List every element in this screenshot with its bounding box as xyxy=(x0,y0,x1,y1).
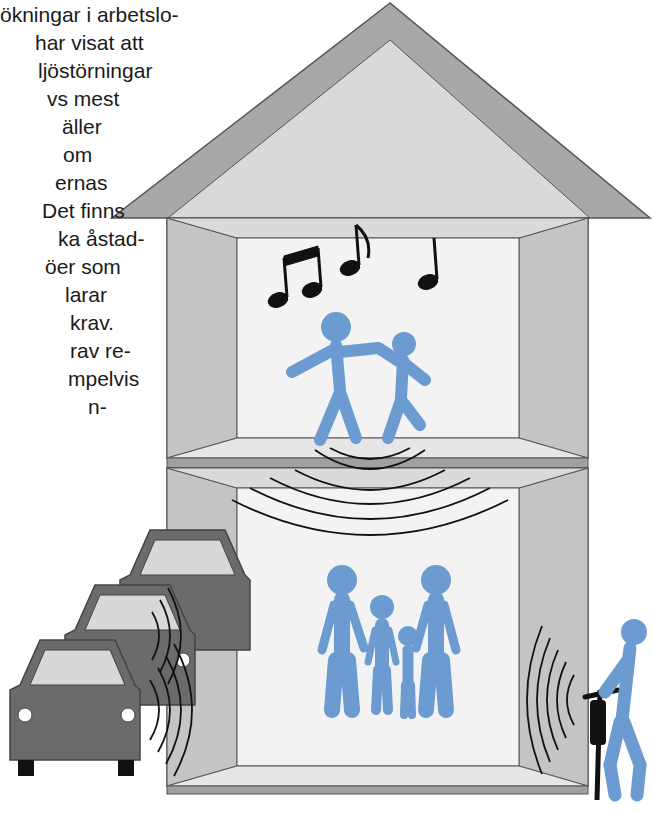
dancer-head xyxy=(321,312,351,342)
paragraph-line: ernas xyxy=(55,171,108,195)
ceiling xyxy=(167,468,588,488)
paragraph-line: rav re- xyxy=(70,339,131,363)
floor xyxy=(167,438,588,458)
paragraph-line: ljöstörningar xyxy=(38,59,152,83)
paragraph-line: äller xyxy=(62,115,102,139)
music-notes xyxy=(266,225,440,310)
right-wall xyxy=(519,218,588,458)
dancer-head xyxy=(392,332,416,356)
paragraph-line: har visat att xyxy=(35,31,144,55)
back-wall xyxy=(237,238,519,438)
floor xyxy=(167,766,588,786)
paragraph-line: om xyxy=(63,143,92,167)
paragraph-line: larar xyxy=(65,283,107,307)
floor-slab xyxy=(167,786,588,794)
ceiling xyxy=(167,218,588,238)
paragraph-line: n- xyxy=(88,395,107,419)
cars xyxy=(10,530,250,776)
paragraph-line: öer som xyxy=(45,255,121,279)
paragraph-line: ökningar i arbetslo- xyxy=(0,3,179,27)
family xyxy=(332,600,446,715)
jackhammer-worker xyxy=(585,619,647,800)
sound-waves xyxy=(527,626,574,774)
sound-waves xyxy=(232,448,508,535)
dancers xyxy=(292,345,425,440)
upper-room xyxy=(167,218,588,458)
roof-inner xyxy=(168,40,590,218)
family-heads xyxy=(327,565,451,646)
paragraph-line: krav. xyxy=(70,311,114,335)
right-wall xyxy=(519,468,588,786)
back-wall xyxy=(237,488,519,766)
paragraph-line: mpelvis xyxy=(68,367,139,391)
paragraph-line: ka åstad- xyxy=(58,227,144,251)
left-wall xyxy=(167,218,237,458)
roof xyxy=(112,3,650,218)
paragraph-line: vs mest xyxy=(47,87,119,111)
paragraph-line: Det finns xyxy=(42,199,125,223)
sound-waves xyxy=(150,588,192,776)
